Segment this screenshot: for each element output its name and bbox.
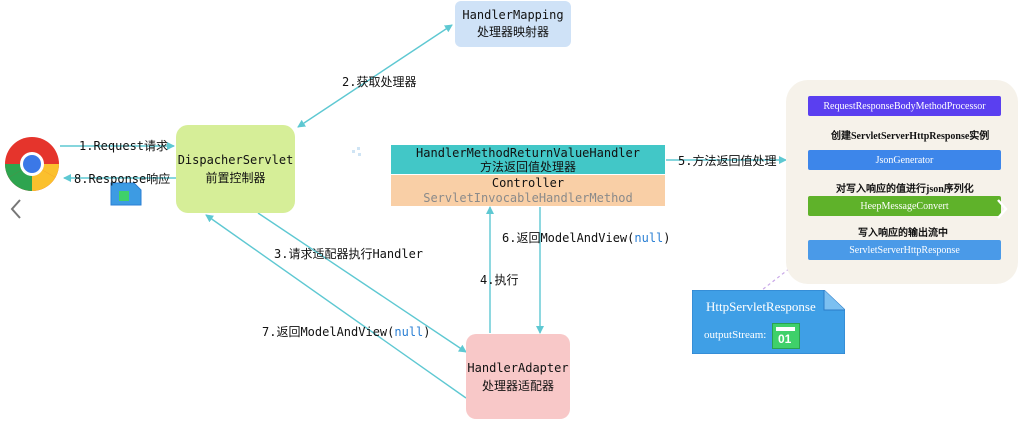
label-step-request: 1.Request请求	[79, 139, 169, 153]
dotted-pointer	[761, 253, 809, 291]
arrow-get-handler	[297, 24, 453, 128]
controller-title: Controller	[491, 175, 565, 190]
handler-adapter-node: HandlerAdapter 处理器适配器	[466, 334, 570, 419]
panel-step-json-generator: JsonGenerator	[808, 150, 1001, 170]
handler-mapping-title: HandlerMapping	[462, 8, 564, 22]
panel-note-create-response: 创建ServletServerHttpResponse实例	[831, 131, 990, 142]
chevron-right-icon[interactable]	[994, 198, 1010, 220]
decor-fragment	[352, 142, 362, 156]
panel-note-write-stream: 写入响应的输出流中	[858, 228, 948, 239]
label-step-return-model-7: 7.返回ModelAndView(null)	[262, 323, 431, 340]
arrow-return-model-and-view-7	[205, 214, 467, 399]
arrow-execute-handler	[257, 212, 467, 353]
dispatcher-servlet-node: DispacherServlet 前置控制器	[176, 125, 295, 213]
label-step-7-null: null	[394, 325, 424, 339]
label-step-7-close: )	[423, 325, 431, 339]
label-step-7-text: 7.返回ModelAndView(	[262, 325, 395, 339]
controller-node: Controller ServletInvocableHandlerMethod	[391, 175, 665, 206]
panel-step-message-convert: HeepMessageConvert	[808, 196, 1001, 216]
return-value-handler-title: HandlerMethodReturnValueHandler	[416, 145, 640, 160]
label-step-get-handler: 2.获取处理器	[342, 75, 417, 89]
label-step-response: 8.Response响应	[74, 172, 171, 186]
panel-step-server-response: ServletServerHttpResponse	[808, 240, 1001, 260]
response-note-field: outputStream:	[704, 329, 767, 341]
output-stream-icon-text: 01	[778, 332, 792, 346]
label-step-return-value: 5.方法返回值处理	[678, 154, 777, 168]
dispatcher-title: DispacherServlet	[177, 153, 294, 167]
chevron-left-icon[interactable]	[8, 198, 24, 220]
controller-subtitle: ServletInvocableHandlerMethod	[423, 190, 633, 205]
handler-mapping-subtitle: 处理器映射器	[476, 25, 549, 39]
handler-adapter-title: HandlerAdapter	[467, 360, 569, 375]
handler-mapping-node: HandlerMapping 处理器映射器	[455, 1, 571, 47]
label-step-6-null: null	[634, 231, 664, 245]
return-value-handler-node: HandlerMethodReturnValueHandler 方法返回值处理器	[391, 145, 665, 174]
http-servlet-response-note: HttpServletResponse outputStream: 01	[692, 290, 845, 354]
label-step-execute: 4.执行	[480, 273, 519, 287]
panel-note-serialize: 对写入响应的值进行json序列化	[836, 184, 974, 195]
dispatcher-subtitle: 前置控制器	[205, 171, 266, 185]
chrome-browser-icon	[4, 136, 60, 192]
label-step-return-model-6: 6.返回ModelAndView(null)	[502, 229, 671, 246]
handler-adapter-subtitle: 处理器适配器	[481, 378, 554, 393]
response-note-title: HttpServletResponse	[706, 299, 816, 314]
return-value-handler-subtitle: 方法返回值处理器	[479, 159, 576, 174]
output-stream-icon: 01	[772, 323, 800, 349]
panel-step-processor: RequestResponseBodyMethodProcessor	[808, 96, 1001, 116]
document-icon	[110, 182, 142, 206]
label-step-execute-handler: 3.请求适配器执行Handler	[274, 247, 424, 261]
label-step-6-close: )	[663, 231, 671, 245]
output-stream-icon-bar	[776, 327, 795, 331]
label-step-6-text: 6.返回ModelAndView(	[502, 231, 635, 245]
